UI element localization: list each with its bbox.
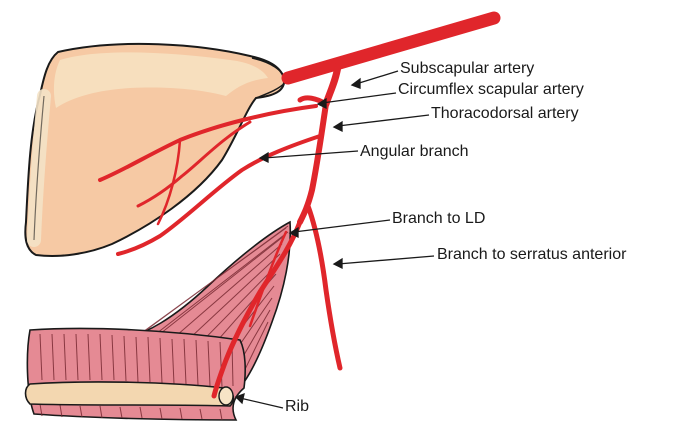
scapula-medial-line — [33, 95, 45, 241]
leader-serratus-arrow — [332, 257, 343, 270]
rib — [24, 381, 235, 407]
scapula-body — [24, 42, 286, 257]
label-branch-to-ld: Branch to LD — [392, 210, 486, 227]
leader-branch-ld — [293, 219, 391, 233]
leader-angular — [263, 150, 359, 159]
branch-to-ld-secondary — [248, 230, 288, 328]
label-thoracodorsal-artery: Thoracodorsal artery — [431, 105, 579, 122]
leader-subscapular-arrow — [350, 77, 361, 89]
branch-to-ld — [211, 219, 303, 399]
angular-branch — [116, 134, 322, 256]
artery-tree — [98, 11, 501, 399]
leader-circumflex — [321, 92, 397, 104]
circumflex-branch-small — [156, 138, 182, 226]
axillary-artery — [281, 11, 501, 85]
leader-thoracodorsal-arrow — [332, 120, 343, 133]
leader-branch-ld-arrow — [288, 226, 299, 239]
leader-subscapular — [355, 70, 399, 85]
leader-lines — [234, 70, 435, 409]
leader-serratus — [337, 255, 435, 265]
leader-rib — [239, 397, 284, 409]
subscapular-artery — [322, 62, 342, 108]
rib-end — [218, 386, 234, 406]
label-branch-to-serratus-anterior: Branch to serratus anterior — [437, 246, 627, 263]
label-rib: Rib — [285, 398, 310, 415]
chest-wall-striations — [39, 333, 234, 421]
label-subscapular-artery: Subscapular artery — [400, 60, 535, 77]
leader-rib-arrow — [234, 392, 245, 405]
scapula-spine-highlight — [53, 52, 269, 108]
label-angular-branch: Angular branch — [360, 143, 469, 160]
scapula — [24, 42, 287, 257]
thoracodorsal-artery — [297, 101, 329, 225]
circumflex-branch-lower — [136, 120, 252, 208]
leader-thoracodorsal — [337, 114, 430, 127]
leader-angular-arrow — [258, 151, 269, 164]
rib-body — [24, 381, 235, 407]
label-circumflex-scapular-artery: Circumflex scapular artery — [398, 81, 584, 98]
branch-to-serratus — [305, 203, 343, 371]
leader-circumflex-arrow — [316, 97, 327, 110]
